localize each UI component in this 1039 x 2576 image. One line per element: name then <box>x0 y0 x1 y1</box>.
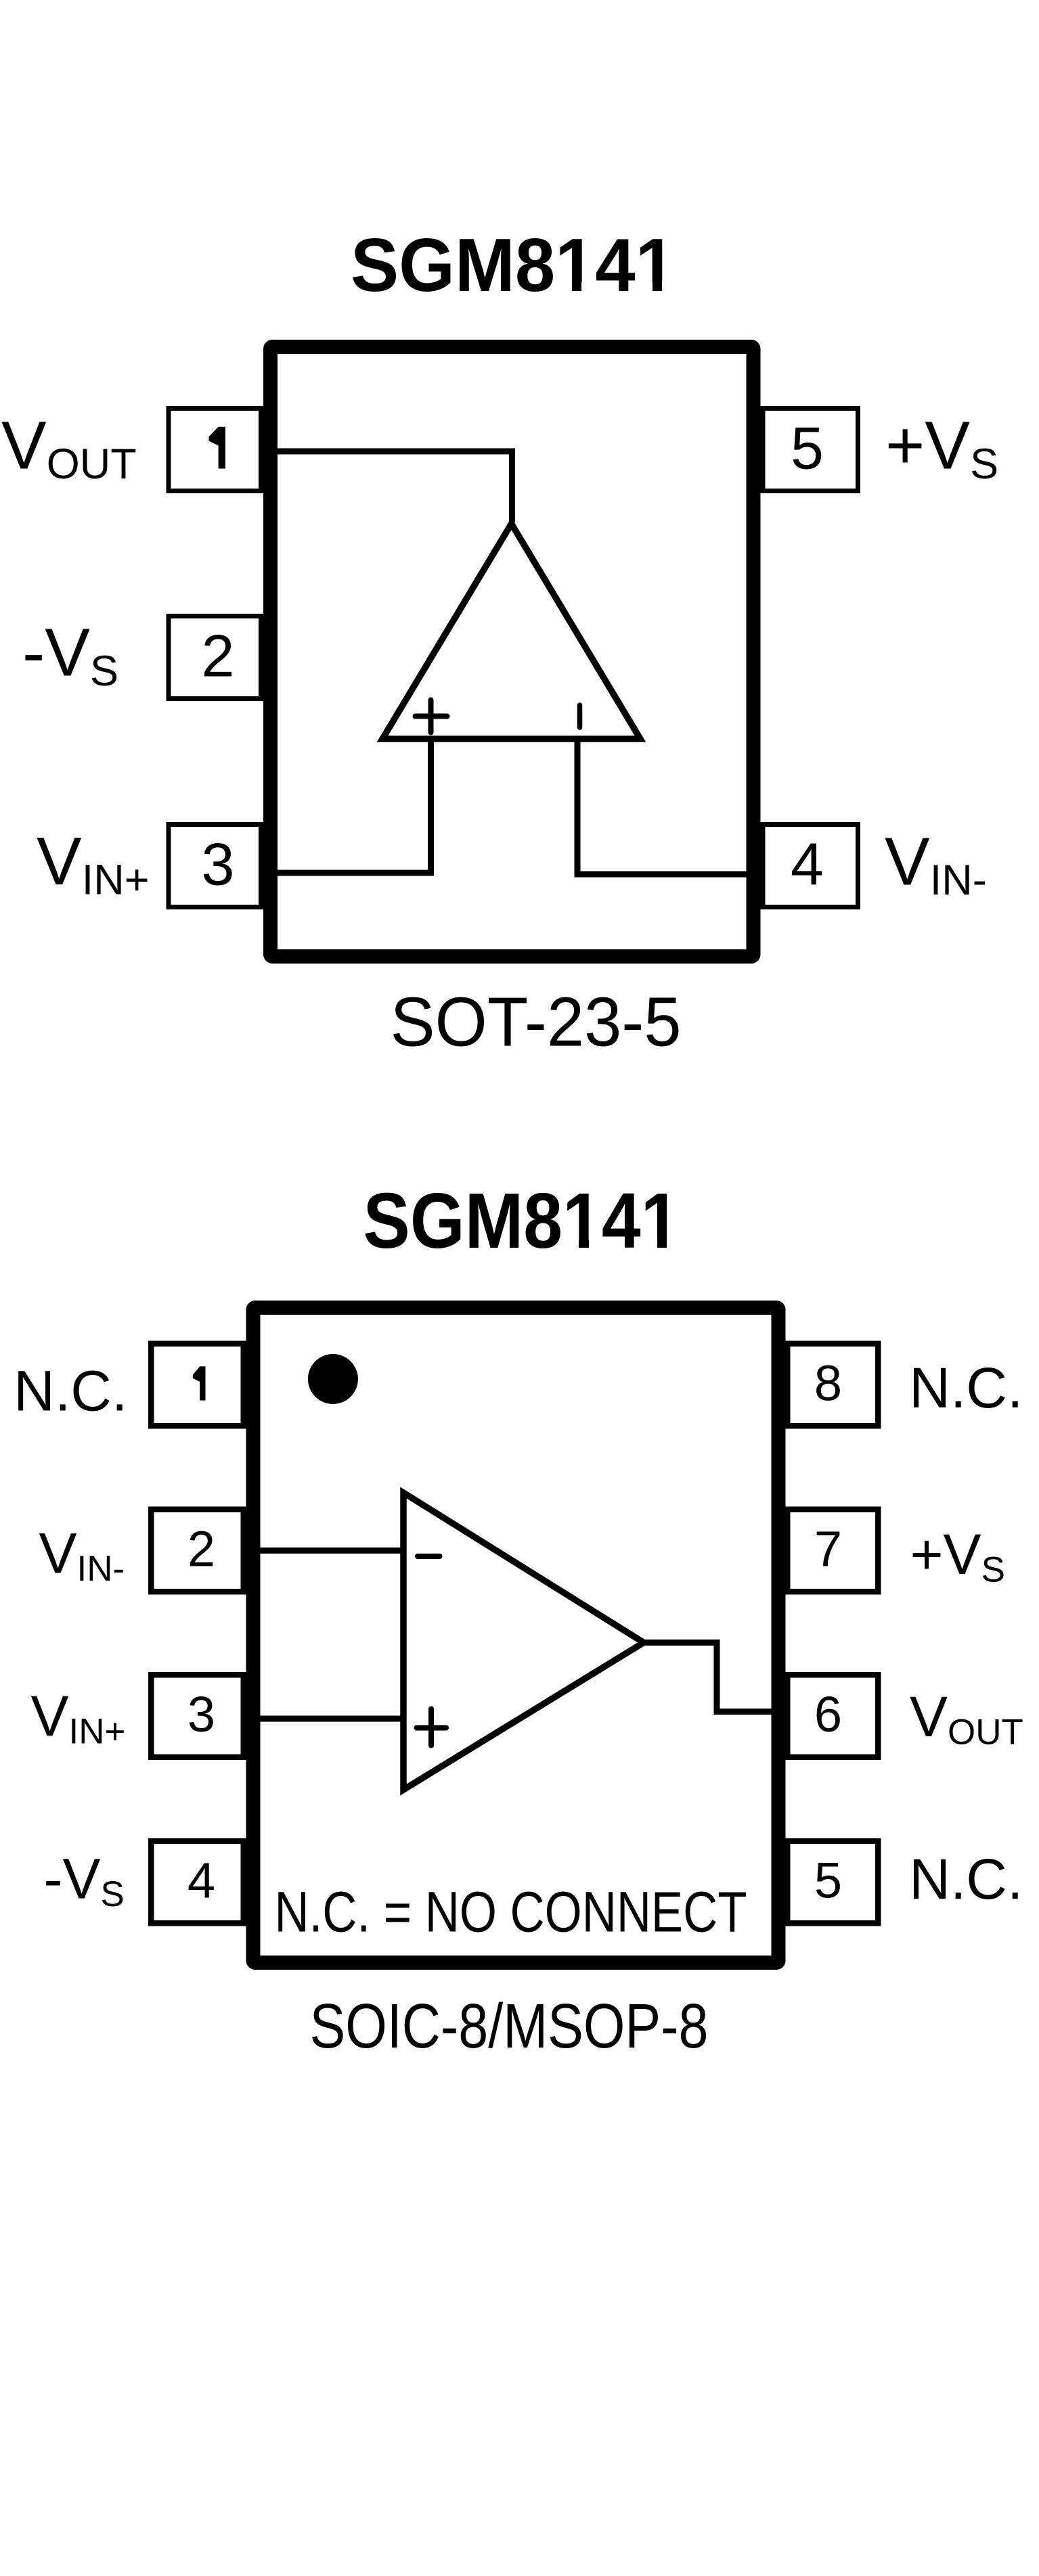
svg-text:SGM8141: SGM8141 <box>351 223 676 307</box>
svg-text:8: 8 <box>814 1355 842 1411</box>
svg-text:SGM8141: SGM8141 <box>363 1177 680 1265</box>
svg-text:5: 5 <box>814 1853 842 1909</box>
svg-text:N.C. = NO CONNECT: N.C. = NO CONNECT <box>275 1880 747 1944</box>
svg-text:VOUT: VOUT <box>1 408 137 489</box>
svg-text:4: 4 <box>187 1853 215 1909</box>
svg-text:N.C.: N.C. <box>909 1356 1023 1420</box>
svg-text:2: 2 <box>202 623 235 690</box>
svg-text:N.C.: N.C. <box>909 1847 1023 1911</box>
svg-text:6: 6 <box>814 1686 842 1742</box>
svg-text:3: 3 <box>187 1686 215 1742</box>
svg-text:2: 2 <box>187 1521 215 1577</box>
svg-text:5: 5 <box>791 415 824 482</box>
svg-text:3: 3 <box>202 831 235 898</box>
svg-text:N.C.: N.C. <box>14 1359 127 1422</box>
svg-text:7: 7 <box>814 1521 842 1577</box>
svg-text:4: 4 <box>791 831 824 898</box>
svg-text:SOT-23-5: SOT-23-5 <box>391 983 682 1061</box>
svg-text:SOIC-8/MSOP-8: SOIC-8/MSOP-8 <box>310 1991 709 2061</box>
